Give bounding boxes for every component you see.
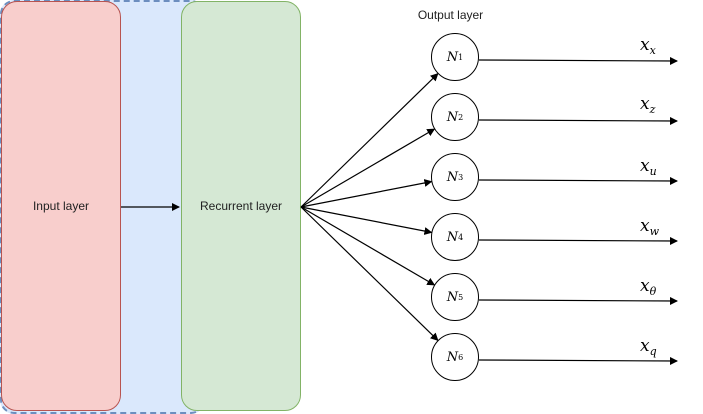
output-layer-label: Output layer [417, 8, 484, 22]
output-variable-subscript: θ [649, 285, 657, 298]
input-layer-label: Input layer [32, 199, 90, 213]
node-output-arrow [478, 356, 678, 365]
node-index: 4 [458, 232, 464, 242]
node-index: 6 [458, 352, 464, 362]
node-symbol: N [446, 109, 459, 125]
node-index: 2 [458, 112, 464, 122]
output-variable-subscript: u [649, 165, 657, 178]
node-index: 5 [458, 292, 464, 302]
output-variable-symbol: x [640, 35, 650, 55]
output-variable-subscript: x [649, 44, 656, 57]
recurrent-to-node-arrow [300, 179, 433, 208]
recurrent-to-node-arrow [300, 206, 433, 235]
output-variable-label: xθ [640, 276, 656, 298]
node-symbol: N [446, 49, 459, 65]
output-variable-label: xu [640, 156, 657, 178]
node-symbol: N [446, 289, 459, 305]
recurrent-to-node-arrow [300, 73, 439, 208]
output-variable-subscript: q [649, 345, 657, 358]
recurrent-to-node-arrow [300, 206, 436, 286]
output-variable-label: xz [640, 94, 655, 116]
node-output-arrow [478, 176, 678, 185]
node-output-arrow [478, 56, 678, 65]
output-variable-subscript: z [649, 103, 656, 116]
output-variable-symbol: x [640, 156, 650, 176]
output-variable-symbol: x [640, 336, 650, 356]
node-index: 1 [458, 52, 464, 62]
output-variable-label: xx [640, 35, 656, 57]
output-variable-symbol: x [640, 94, 650, 114]
recurrent-to-node-arrow [300, 128, 436, 208]
node-output-arrow [478, 296, 678, 305]
node-index: 3 [458, 172, 464, 182]
output-variable-label: xw [640, 216, 659, 238]
output-variable-symbol: x [640, 276, 650, 296]
output-variable-label: xq [640, 336, 657, 358]
node-symbol: N [446, 229, 459, 245]
output-variable-subscript: w [649, 225, 660, 238]
node-output-arrow [478, 116, 678, 125]
recurrent-to-node-arrow [300, 206, 439, 341]
input-layer-box: Input layer [1, 1, 121, 411]
node-symbol: N [446, 169, 459, 185]
recurrent-layer-box: Recurrent layer [181, 1, 301, 411]
recurrent-layer-label: Recurrent layer [199, 199, 283, 213]
node-output-arrow [478, 236, 678, 245]
output-variable-symbol: x [640, 216, 650, 236]
node-symbol: N [446, 349, 459, 365]
